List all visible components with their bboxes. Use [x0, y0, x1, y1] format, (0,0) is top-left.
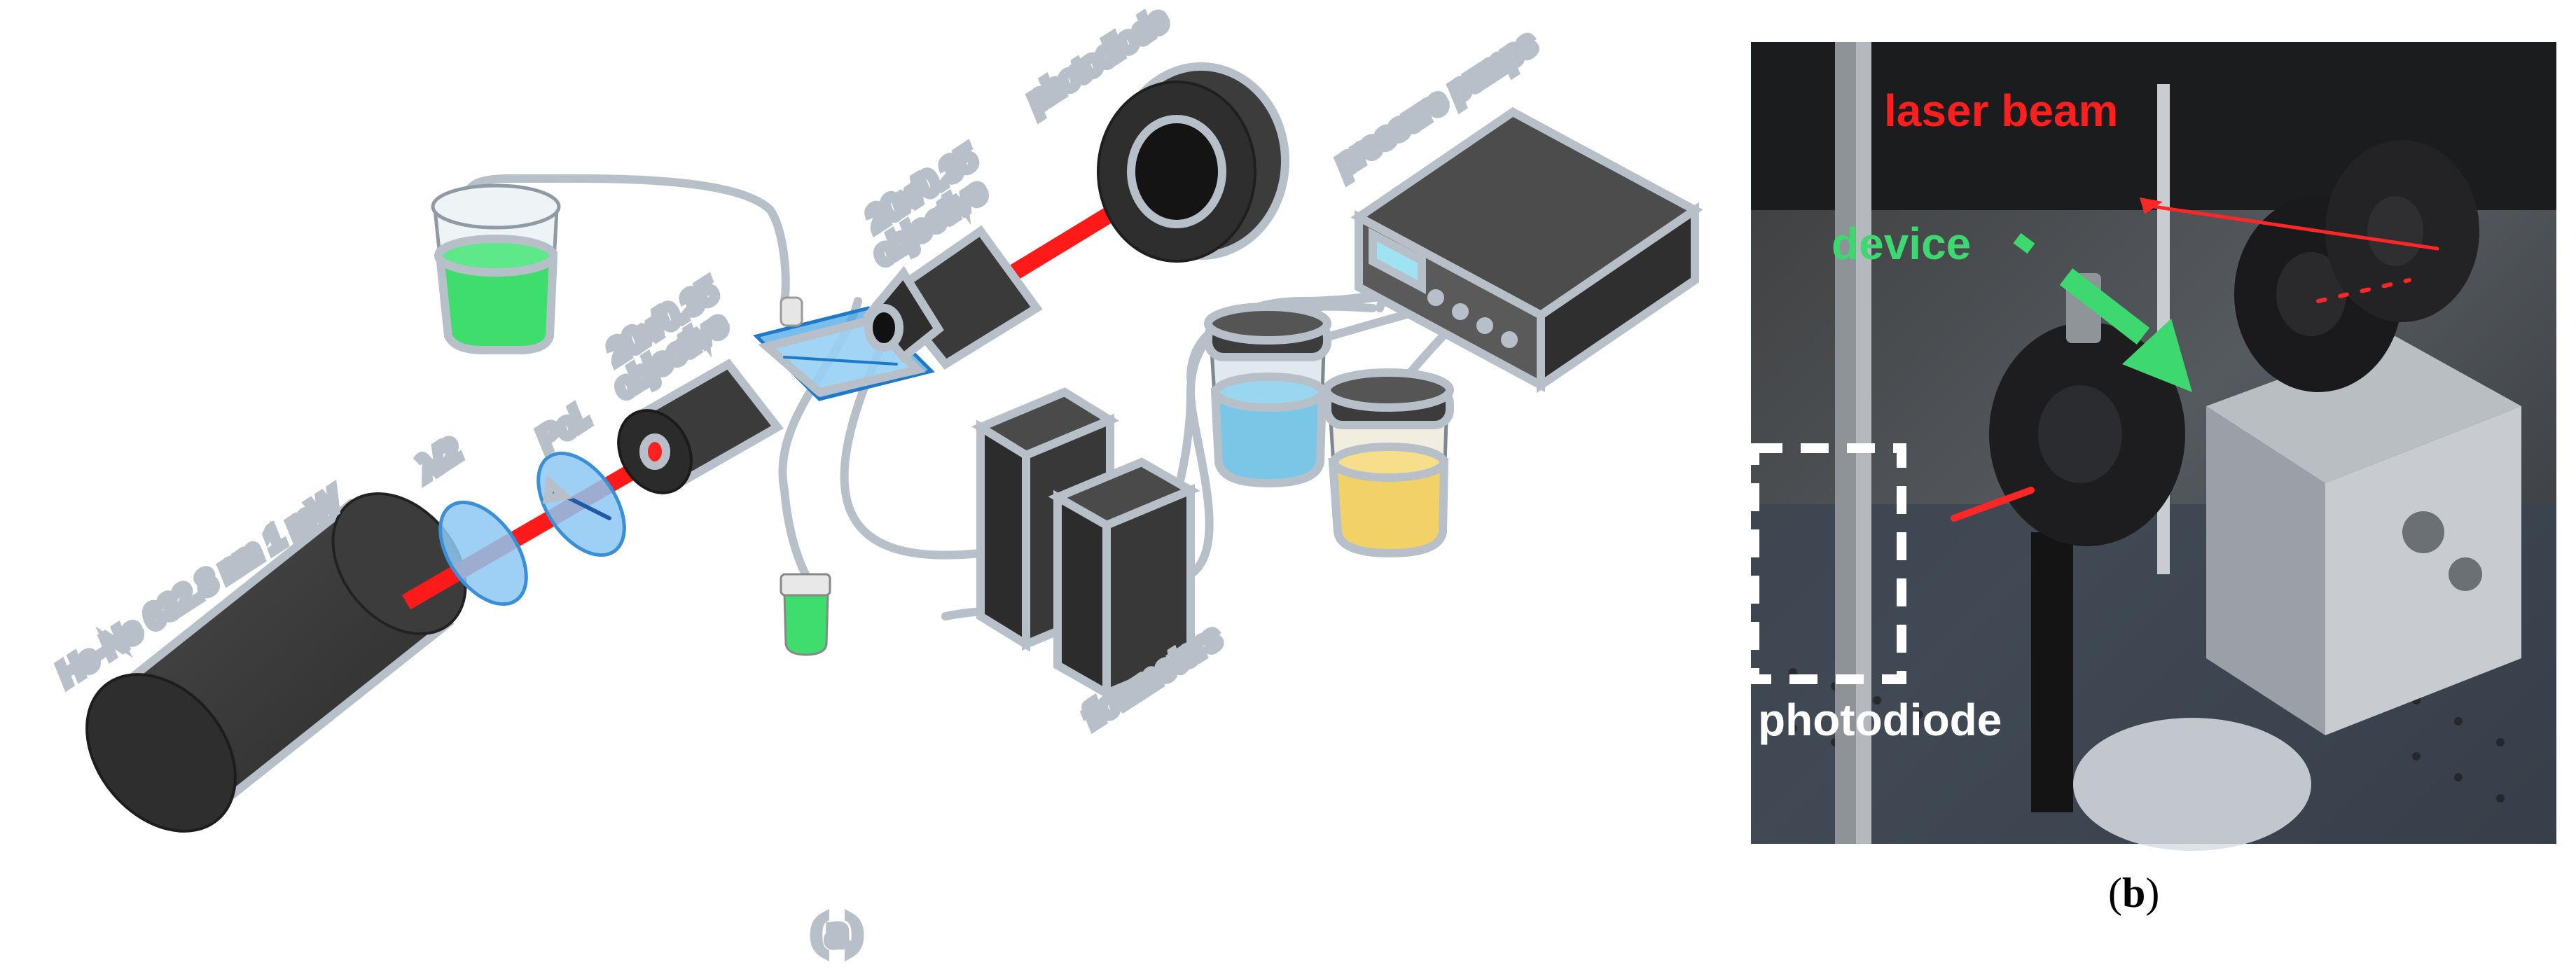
yellow-container: [1322, 368, 1454, 558]
photo-device-label: device: [1831, 218, 1971, 269]
laser-source: [85, 492, 467, 833]
polarizer: [536, 451, 626, 557]
device-arrow: [2013, 232, 2192, 392]
panel-a-caption-letter: a: [826, 908, 847, 954]
panel-a-schematic: He-Ne 632.8 nm 1 mW λ/2 Pol. 20x/0.35 ob…: [46, 0, 2556, 959]
panel-b-caption-letter: b: [2122, 870, 2145, 916]
translation-stage: [2206, 336, 2521, 735]
photo-laser-beam-label: laser beam: [1884, 85, 2118, 136]
panel-b-photo: laser beam device photodiode: [1750, 42, 2556, 851]
lens-mount-front: [1989, 273, 2185, 546]
flowmeter-right: [1048, 457, 1200, 701]
photodiode-highlight-box: [1750, 443, 1906, 684]
output-objective: [863, 225, 1043, 370]
half-wave-plate: [438, 500, 528, 606]
panel-b-caption: (b): [2108, 870, 2159, 916]
panel-a-caption: (a): [812, 908, 861, 954]
breadboard-holes: [1789, 668, 2505, 803]
input-objective: [617, 359, 784, 494]
photodiode: [1097, 62, 1289, 263]
lens-mount-far: [2325, 140, 2479, 322]
pressure-pump: [1350, 106, 1703, 394]
plastic-bag: [2073, 718, 2311, 851]
tubing: He-Ne 632.8 nm 1 mW λ/2 Pol. 20x/0.35 ob…: [46, 0, 1703, 959]
green-beaker: [431, 183, 561, 354]
photo-laser-beam: [1951, 204, 2439, 522]
laser-beam-arrowhead: [2140, 197, 2163, 214]
polarizer-label: Pol.: [530, 397, 597, 458]
half-wave-label: λ/2: [410, 432, 467, 487]
photo-photodiode-label: photodiode: [1758, 695, 2002, 745]
green-vial: [780, 573, 831, 656]
blue-container: [1204, 303, 1331, 488]
